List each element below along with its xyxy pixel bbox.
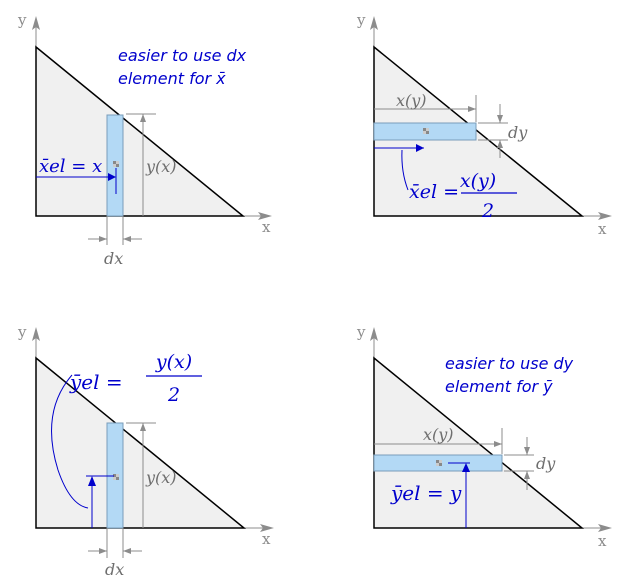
y-axis-arrow-icon: [370, 327, 378, 341]
length-label: x(y): [423, 425, 454, 444]
x-axis-arrow-icon: [598, 212, 612, 220]
centroid-leader-curve: [51, 374, 89, 509]
centroid-y-arrow-icon: [462, 463, 470, 472]
y-axis-arrow-icon: [370, 16, 378, 30]
centroid-y-label: ȳel = y: [390, 481, 462, 505]
note-line-2: element for x̄: [118, 69, 226, 88]
centroid-numerator: x(y): [460, 170, 496, 192]
dx-arrow-right-icon: [123, 236, 131, 242]
centroid-y-arrow-icon: [88, 476, 96, 486]
x-axis-label: x: [262, 530, 271, 548]
panel-bottom-left: y x y(x) dx ȳel = y(x) 2: [17, 323, 274, 579]
triangle-region: [373, 356, 585, 529]
centroid-marker-icon: [113, 161, 119, 167]
dy-arrow-bottom-icon: [497, 140, 503, 148]
note-line-1: easier to use dy: [445, 354, 574, 373]
y-axis-arrow-icon: [32, 327, 40, 341]
centroid-x-arrow-icon: [108, 173, 116, 181]
length-label: x(y): [396, 91, 427, 110]
y-axis-label: y: [17, 323, 27, 341]
centroid-lhs: x̄el =: [409, 181, 459, 203]
y-axis-label: y: [17, 11, 27, 29]
centroid-numerator: y(x): [155, 351, 192, 373]
x-axis-arrow-icon: [258, 212, 272, 220]
note-line-1: easier to use dx: [118, 46, 247, 65]
y-axis-label: y: [356, 11, 366, 29]
length-arrow-icon: [494, 441, 502, 447]
x-axis-label: x: [262, 218, 271, 236]
dx-arrow-left-icon: [99, 236, 107, 242]
height-label: y(x): [145, 157, 177, 176]
dy-label: dy: [508, 123, 528, 142]
dy-label: dy: [536, 454, 556, 473]
triangle-region: [35, 45, 246, 217]
x-axis-label: x: [598, 220, 607, 238]
height-arrow-icon: [140, 423, 146, 431]
dy-arrow-bottom-icon: [524, 471, 530, 479]
height-arrow-icon: [140, 114, 146, 122]
dy-arrow-top-icon: [524, 447, 530, 455]
centroid-leader-curve: [401, 149, 409, 191]
panel-top-right: y x x(y) dy x̄el = x(y) 2: [356, 11, 612, 238]
dx-label: dx: [104, 249, 123, 268]
x-axis-arrow-icon: [260, 524, 274, 532]
panel-bottom-right: y x x(y) dy ȳel = y easier to use dy ele…: [356, 323, 612, 550]
x-axis-arrow-icon: [598, 524, 612, 532]
dx-label: dx: [105, 560, 124, 579]
centroid-lhs: ȳel =: [69, 370, 123, 394]
centroid-x-arrow-icon: [416, 144, 424, 152]
centroid-x-label: x̄el = x: [39, 156, 102, 177]
dy-arrow-top-icon: [497, 115, 503, 123]
triangle-region: [35, 356, 247, 529]
dx-arrow-right-icon: [123, 548, 131, 554]
x-axis-label: x: [598, 532, 607, 550]
centroid-marker-icon: [113, 474, 119, 480]
dx-arrow-left-icon: [99, 548, 107, 554]
centroid-marker-icon: [436, 460, 442, 466]
note-line-2: element for ȳ: [445, 377, 553, 396]
y-axis-arrow-icon: [32, 16, 40, 30]
centroid-denominator: 2: [167, 384, 180, 406]
height-label: y(x): [145, 468, 177, 487]
y-axis-label: y: [356, 323, 366, 341]
centroid-denominator: 2: [481, 200, 494, 222]
length-arrow-icon: [468, 106, 476, 112]
centroid-marker-icon: [423, 128, 429, 134]
panel-top-left: y x y(x) dx x̄el = x easier to use dx el…: [17, 11, 272, 268]
